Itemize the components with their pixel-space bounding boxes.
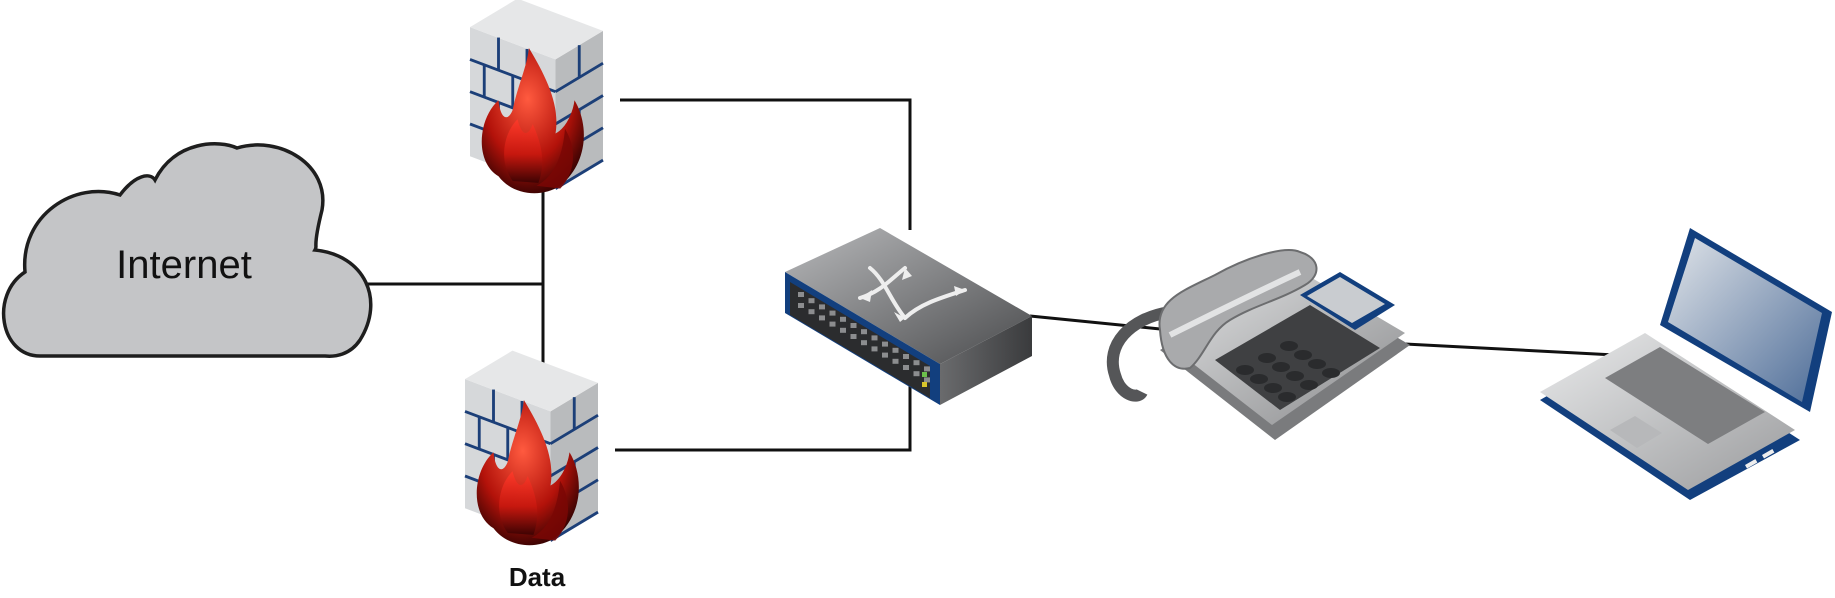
internet-label: Internet bbox=[116, 243, 252, 287]
edge-phone-laptop bbox=[1404, 342, 1616, 357]
switch-port bbox=[808, 309, 815, 315]
switch-port bbox=[850, 323, 857, 328]
switch-port bbox=[913, 371, 920, 377]
switch-port bbox=[924, 366, 930, 372]
phone-key bbox=[1286, 371, 1304, 381]
cloud-icon bbox=[1, 142, 373, 358]
ip-phone-icon bbox=[1106, 249, 1410, 440]
switch-port bbox=[798, 292, 804, 297]
switch-port bbox=[829, 310, 836, 316]
phone-key bbox=[1278, 392, 1296, 402]
switch-port bbox=[882, 341, 888, 347]
switch-port bbox=[903, 365, 909, 370]
laptop-node bbox=[1540, 228, 1832, 500]
phone-key bbox=[1280, 341, 1298, 351]
phone-key bbox=[1236, 365, 1254, 375]
phone-key bbox=[1308, 359, 1326, 369]
switch-port bbox=[840, 327, 846, 333]
laptop-icon bbox=[1540, 228, 1832, 500]
phone-key bbox=[1264, 383, 1282, 393]
switch-port bbox=[798, 303, 804, 308]
network-switch-icon bbox=[785, 228, 1032, 405]
switch-port bbox=[913, 360, 920, 366]
phone-key bbox=[1258, 353, 1276, 363]
switch-port bbox=[850, 334, 857, 339]
switch-ports bbox=[798, 292, 930, 383]
switch-port bbox=[892, 358, 899, 364]
phone-node bbox=[1106, 249, 1410, 440]
switch-port bbox=[819, 304, 825, 310]
switch-port bbox=[808, 298, 815, 304]
firewall-bottom-label: Data bbox=[509, 562, 566, 592]
edge-firewall-top-switch bbox=[620, 98, 912, 230]
switch-port bbox=[829, 321, 836, 327]
switch-port bbox=[882, 352, 888, 358]
connection-lines bbox=[366, 98, 1616, 452]
phone-key bbox=[1250, 374, 1268, 384]
firewall-bottom-node: Data bbox=[463, 349, 600, 592]
edge-switch-phone bbox=[1029, 314, 1171, 332]
phone-key bbox=[1300, 380, 1318, 390]
switch-port bbox=[871, 346, 878, 352]
internet-node: Internet bbox=[1, 142, 373, 358]
switch-port bbox=[861, 329, 867, 335]
switch-node bbox=[785, 228, 1032, 405]
edge-firewall-bottom-switch bbox=[615, 385, 912, 452]
switch-port bbox=[861, 340, 867, 346]
switch-port bbox=[903, 354, 909, 359]
switch-port bbox=[871, 335, 878, 341]
switch-port bbox=[819, 315, 825, 321]
keypad bbox=[1236, 341, 1340, 402]
switch-port bbox=[892, 347, 899, 353]
switch-port bbox=[840, 316, 846, 322]
switch-port bbox=[924, 377, 930, 383]
firewall-icon bbox=[463, 349, 600, 547]
phone-key bbox=[1272, 362, 1290, 372]
phone-key bbox=[1322, 368, 1340, 378]
firewall-icon bbox=[468, 0, 605, 195]
phone-key bbox=[1294, 350, 1312, 360]
firewall-top-node bbox=[468, 0, 605, 195]
